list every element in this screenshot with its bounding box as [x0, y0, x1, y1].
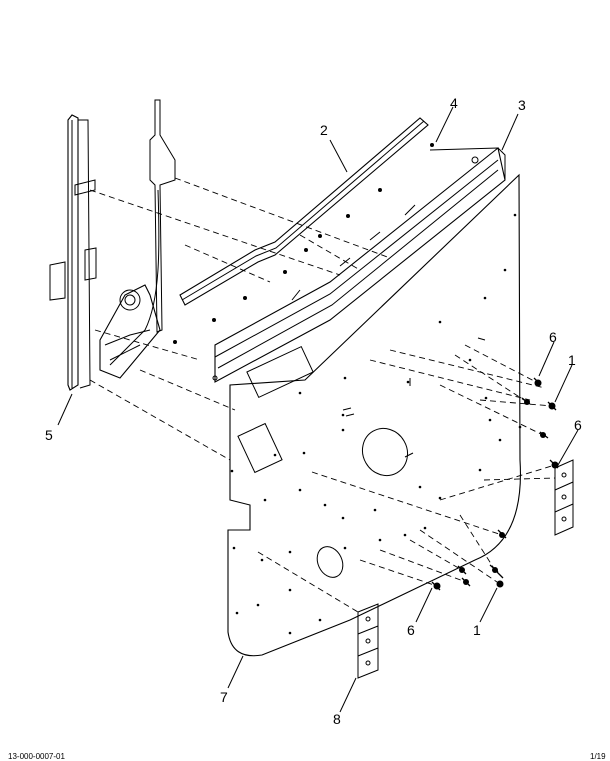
- footer-figure-number: 13-000-0007-01: [8, 752, 65, 761]
- bracket-lower: [357, 603, 379, 679]
- inner-door-panel: [227, 173, 522, 657]
- panel-hole-small: [316, 546, 344, 578]
- callout-6-top: 6: [549, 329, 557, 345]
- callout-6-right: 6: [574, 417, 582, 433]
- panel-bolts: [431, 377, 559, 591]
- callout-3: 3: [518, 97, 526, 113]
- regulator-bracket: [49, 179, 97, 301]
- callout-6-bottom: 6: [407, 622, 415, 638]
- panel-cutout-upper: [246, 345, 314, 399]
- assembly-leader-lines: [89, 177, 556, 613]
- bracket-right: [554, 459, 574, 536]
- panel-cutout-lower: [237, 422, 283, 474]
- regulator-cable: [109, 189, 160, 366]
- callout-leaders: [57, 106, 579, 713]
- bolt-heads: [433, 379, 559, 590]
- callout-7: 7: [220, 689, 228, 705]
- callout-1-top: 1: [568, 352, 576, 368]
- callout-4: 4: [450, 95, 458, 111]
- callout-1-bottom: 1: [473, 622, 481, 638]
- rear-channel-rail: [149, 99, 176, 333]
- rail-screws: [173, 143, 434, 344]
- callout-8: 8: [333, 711, 341, 727]
- regulator-motor: [99, 284, 161, 379]
- glass-run-channel: [179, 117, 429, 306]
- callout-2: 2: [320, 122, 328, 138]
- front-channel-rail: [67, 114, 79, 391]
- panel-mounting-holes: [230, 213, 522, 635]
- callout-5: 5: [45, 427, 53, 443]
- footer-sheet-number: 1/19: [590, 752, 606, 761]
- panel-hole-large: [361, 427, 409, 477]
- panel-slot-marks: [342, 337, 486, 458]
